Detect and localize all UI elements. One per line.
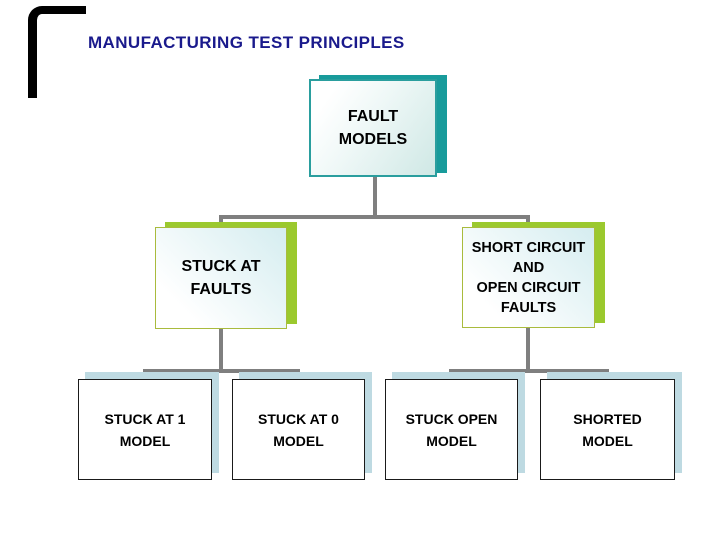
connector-root-crossbar bbox=[219, 215, 530, 219]
node-stuck-at-1-model-label: STUCK AT 1 MODEL bbox=[104, 410, 186, 449]
connector-root-drop-right bbox=[526, 215, 530, 228]
frame-corner-decoration bbox=[28, 6, 86, 98]
node-stuck-at-faults: STUCK AT FAULTS bbox=[155, 227, 287, 329]
node-stuck-open-model-label: STUCK OPEN MODEL bbox=[405, 410, 498, 449]
node-fault-models-label: FAULT MODELS bbox=[338, 108, 408, 148]
connector-stuckat-stem bbox=[219, 328, 223, 372]
node-stuck-at-0-model-label: STUCK AT 0 MODEL bbox=[258, 410, 339, 449]
node-stuck-open-model: STUCK OPEN MODEL bbox=[385, 379, 518, 480]
node-shorted-model-label: SHORTED MODEL bbox=[573, 410, 642, 449]
node-short-open-circuit-faults-label: SHORT CIRCUIT AND OPEN CIRCUIT FAULTS bbox=[471, 239, 586, 316]
connector-root-drop-left bbox=[219, 215, 223, 228]
node-fault-models: FAULT MODELS bbox=[309, 79, 437, 177]
node-stuck-at-1-model: STUCK AT 1 MODEL bbox=[78, 379, 212, 480]
node-stuck-at-0-model: STUCK AT 0 MODEL bbox=[232, 379, 365, 480]
node-short-open-circuit-faults: SHORT CIRCUIT AND OPEN CIRCUIT FAULTS bbox=[462, 227, 595, 328]
slide-title: MANUFACTURING TEST PRINCIPLES bbox=[88, 33, 405, 52]
connector-stuckat-crossbar bbox=[143, 369, 300, 373]
connector-shortopen-crossbar bbox=[449, 369, 609, 373]
connector-shortopen-stem bbox=[526, 327, 530, 372]
node-shorted-model: SHORTED MODEL bbox=[540, 379, 675, 480]
node-stuck-at-faults-label: STUCK AT FAULTS bbox=[181, 258, 261, 298]
connector-root-stem bbox=[373, 176, 377, 218]
